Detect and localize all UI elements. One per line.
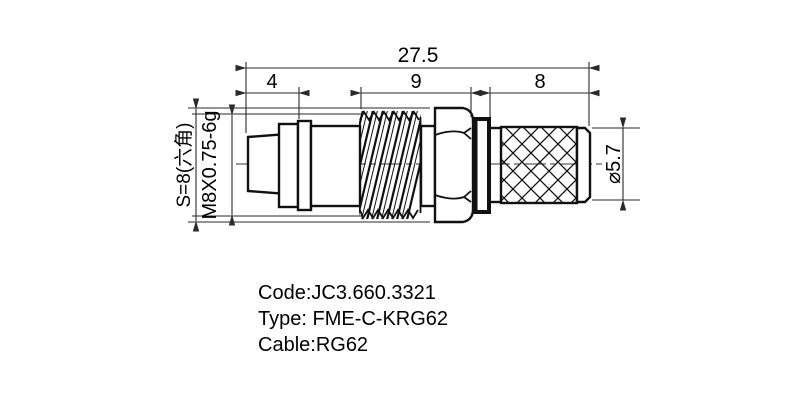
- product-type-line: Type: FME-C-KRG62: [258, 308, 449, 330]
- dim-label-knurl-section: 8: [534, 71, 545, 93]
- thread-bottom-crests: [359, 208, 419, 221]
- dim-label-hex-flats: S=8(六角): [173, 123, 195, 208]
- body-cylinder: [309, 124, 362, 208]
- connector-body: [246, 106, 592, 224]
- thread-top-crests: [359, 110, 420, 122]
- knurled-barrel: [499, 125, 579, 205]
- cable-end-cap: [575, 126, 592, 204]
- dimension-labels: 27.5 4 9 8 S=8(六角) M8X0.75-6g ⌀5.7: [173, 44, 625, 219]
- washer-collar: [473, 117, 491, 214]
- flange-ring-1: [277, 122, 300, 209]
- dim-label-cable-dia: ⌀5.7: [603, 144, 625, 184]
- dimension-lines: [192, 64, 627, 232]
- thread-relief-cylinder: [419, 124, 437, 208]
- nose-plug: [246, 133, 282, 195]
- dim-label-thread-spec: M8X0.75-6g: [199, 111, 221, 220]
- product-notes: Code:JC3.660.3321 Type: FME-C-KRG62 Cabl…: [258, 280, 448, 358]
- hex-nut-outline: [433, 106, 475, 224]
- hex-face-edge-top: [434, 127, 472, 140]
- product-cable-line: Cable:RG62: [258, 334, 369, 356]
- dim-label-total-length: 27.5: [398, 44, 439, 67]
- product-code-line: Code:JC3.660.3321: [258, 282, 436, 304]
- dim-label-thread-section: 9: [410, 71, 421, 93]
- hex-face-edge-bottom: [434, 190, 472, 203]
- flange-ring-2: [296, 119, 313, 212]
- dim-label-nose: 4: [266, 71, 277, 93]
- hex-nut: [433, 106, 475, 224]
